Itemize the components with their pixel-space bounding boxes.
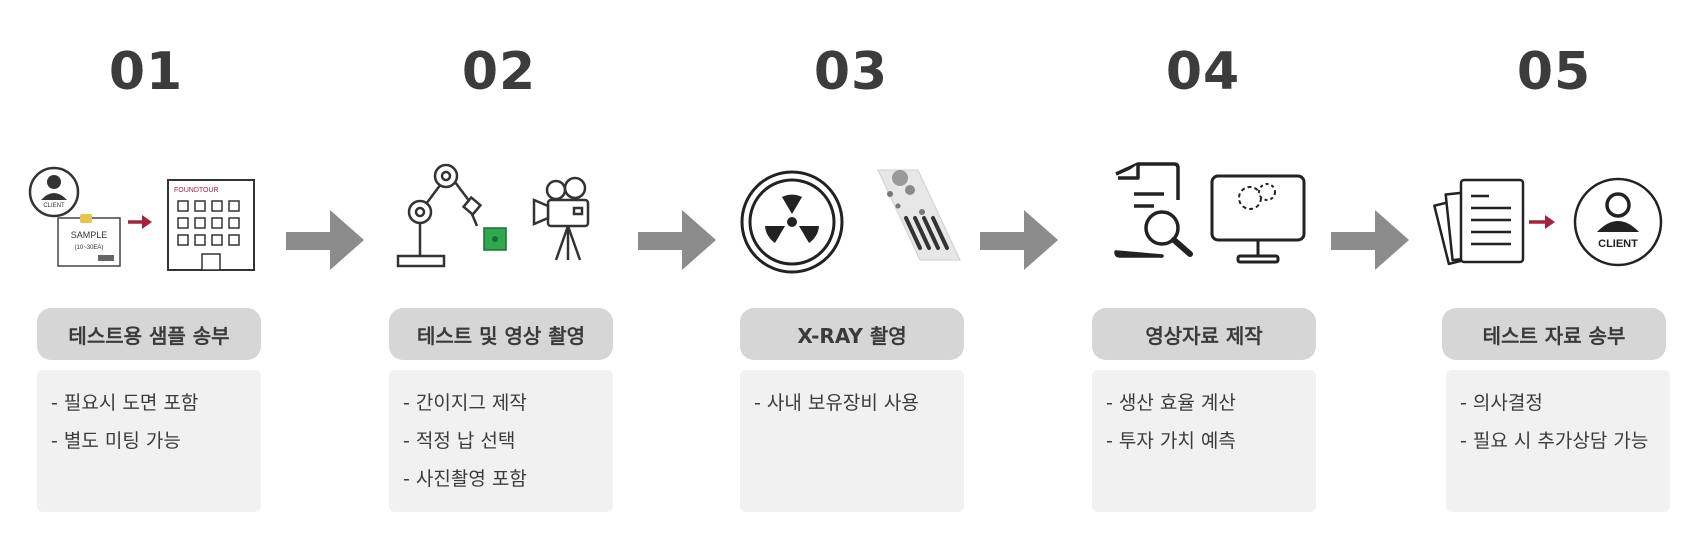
- step-4-title: 영상자료 제작: [1092, 308, 1316, 360]
- step-2-title: 테스트 및 영상 촬영: [389, 308, 613, 360]
- step-4-detail-item: 생산 효율 계산: [1106, 384, 1316, 422]
- client-label: CLIENT: [1598, 238, 1638, 250]
- client-icon: CLIENT: [1573, 177, 1663, 267]
- pcb-chip-icon: [483, 227, 507, 251]
- client-label: CLIENT: [43, 203, 65, 209]
- step-3-icons: [738, 160, 970, 280]
- brand-label: FOUNDTOUR: [174, 187, 219, 194]
- sample-quantity: (10~30EA): [75, 245, 104, 251]
- client-icon: CLIENT: [28, 166, 80, 218]
- flow-arrow-4: [1331, 210, 1409, 270]
- step-1-detail-item: 필요시 도면 포함: [51, 384, 261, 422]
- sample-box-icon: SAMPLE (10~30EA): [57, 214, 121, 267]
- step-3-details: 사내 보유장비 사용: [740, 370, 964, 512]
- step-2-details: 간이지그 제작 적정 납 선택 사진촬영 포함: [389, 370, 613, 512]
- step-1-number: 01: [108, 42, 184, 102]
- step-1-title: 테스트용 샘플 송부: [37, 308, 261, 360]
- step-5-detail-item: 의사결정: [1460, 384, 1670, 422]
- robot-arm-icon: [396, 163, 483, 268]
- flow-arrow-3: [980, 210, 1058, 270]
- step-5-detail-item: 필요 시 추가상담 가능: [1460, 422, 1670, 460]
- step-4-details: 생산 효율 계산 투자 가치 예측: [1092, 370, 1316, 512]
- step-5-number: 05: [1516, 42, 1592, 102]
- step-5-icons: CLIENT: [1433, 160, 1667, 280]
- step-3-number: 03: [813, 42, 889, 102]
- red-arrow-icon: [128, 215, 152, 229]
- step-2-detail-item: 간이지그 제작: [403, 384, 613, 422]
- radiation-icon: [740, 170, 844, 274]
- step-4-number: 04: [1165, 42, 1241, 102]
- red-arrow-icon: [1529, 215, 1555, 229]
- flow-arrow-2: [638, 210, 716, 270]
- step-4-icons: [1104, 160, 1314, 280]
- document-search-icon: [1114, 162, 1193, 258]
- step-2-icons: [392, 160, 612, 280]
- company-building-icon: FOUNDTOUR: [167, 179, 255, 271]
- step-1-detail-item: 별도 미팅 가능: [51, 422, 261, 460]
- documents-icon: [1433, 178, 1525, 266]
- flow-arrow-1: [286, 210, 364, 270]
- step-2-detail-item: 적정 납 선택: [403, 422, 613, 460]
- step-4-detail-item: 투자 가치 예측: [1106, 422, 1316, 460]
- step-3-detail-item: 사내 보유장비 사용: [754, 384, 964, 422]
- step-3-title: X-RAY 촬영: [740, 308, 964, 360]
- step-1-details: 필요시 도면 포함 별도 미팅 가능: [37, 370, 261, 512]
- step-5-title: 테스트 자료 송부: [1442, 308, 1666, 360]
- video-camera-icon: [532, 176, 590, 261]
- sample-label: SAMPLE: [71, 230, 108, 240]
- step-1-icons: CLIENT SAMPLE (10~30EA) FOUNDTOUR: [28, 160, 268, 280]
- xray-board-image-icon: [877, 169, 961, 261]
- step-5-details: 의사결정 필요 시 추가상담 가능: [1446, 370, 1670, 512]
- step-2-number: 02: [461, 42, 537, 102]
- monitor-settings-icon: [1210, 174, 1306, 264]
- step-2-detail-item: 사진촬영 포함: [403, 460, 613, 498]
